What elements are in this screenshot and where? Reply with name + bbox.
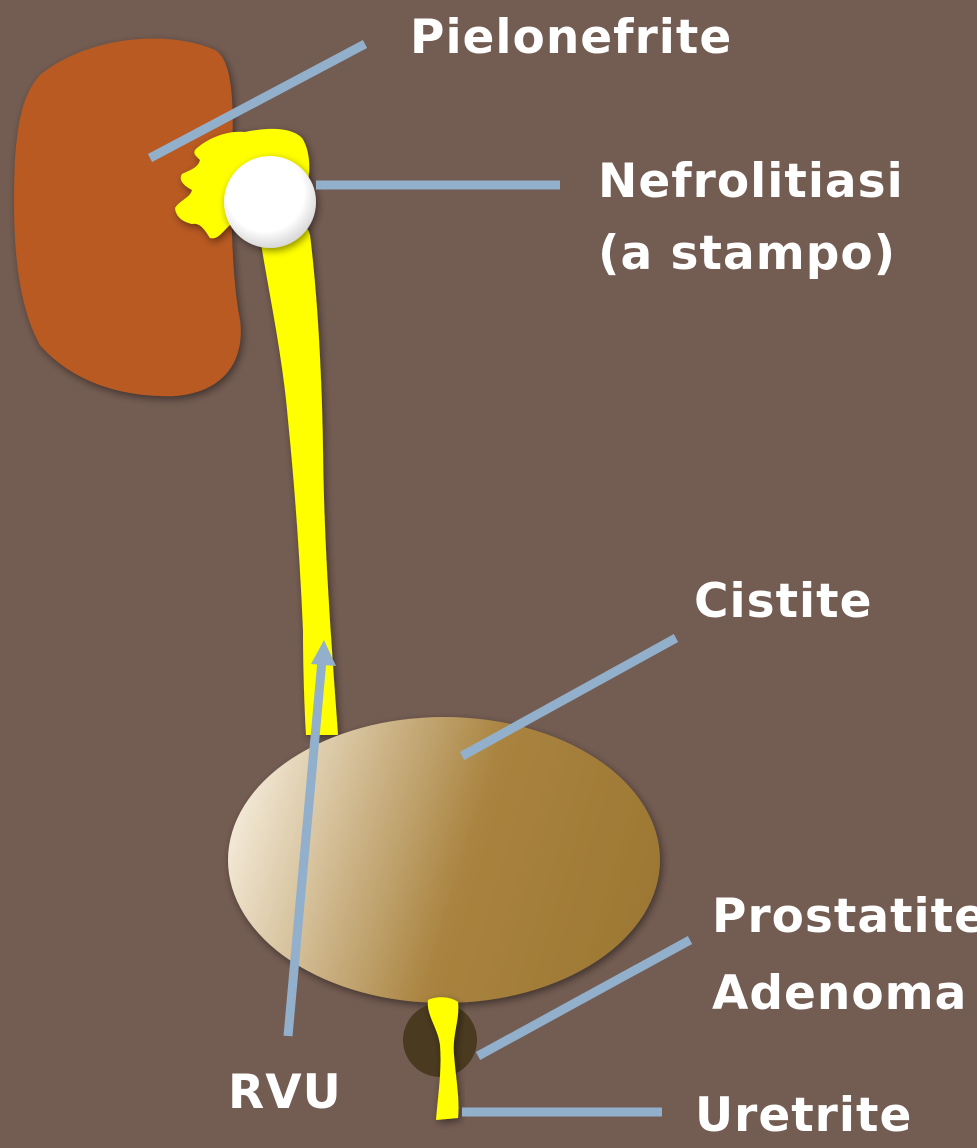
- label-prostatite: Prostatite: [712, 885, 977, 949]
- pointer-line-cistite: [462, 638, 676, 756]
- label-rvu: RVU: [228, 1061, 342, 1125]
- kidney-stone: [224, 156, 316, 248]
- label-nefrolitiasi-sub: (a stampo): [598, 222, 896, 286]
- label-cistite: Cistite: [694, 570, 873, 634]
- label-adenoma: Adenoma: [712, 962, 967, 1026]
- label-uretrite: Uretrite: [695, 1084, 912, 1148]
- label-pielonefrite: Pielonefrite: [410, 6, 732, 70]
- label-nefrolitiasi: Nefrolitiasi: [598, 150, 904, 214]
